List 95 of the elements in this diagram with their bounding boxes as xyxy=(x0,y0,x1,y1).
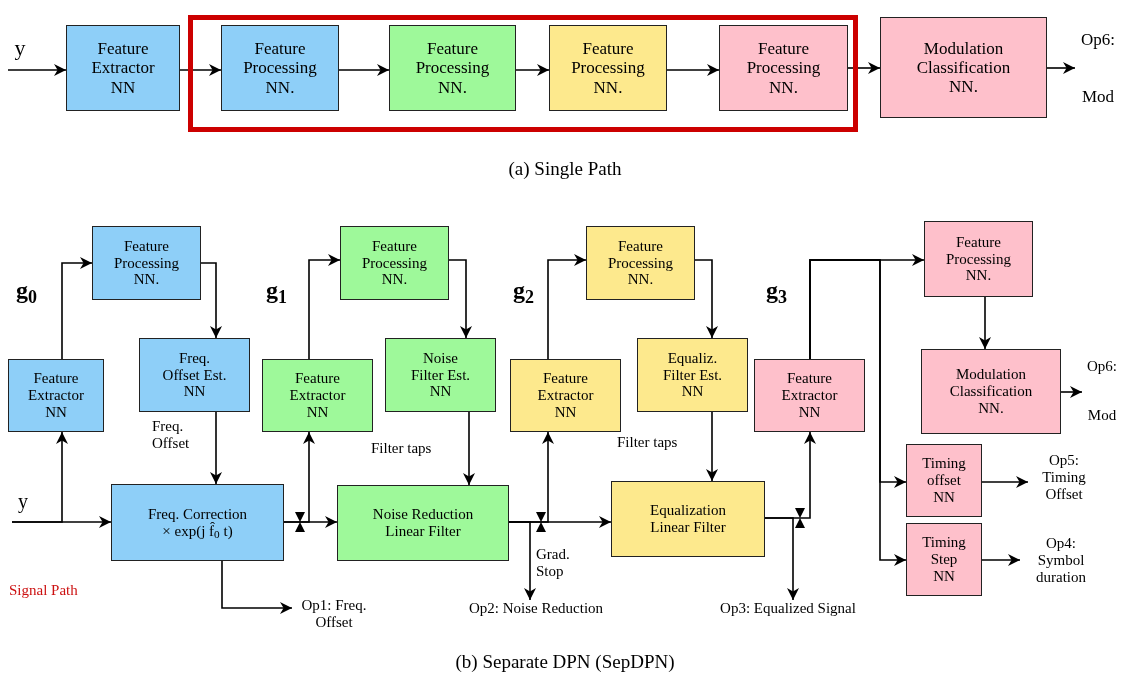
output-label: Op4: Symbol duration xyxy=(1020,535,1102,597)
box-label: Feature Processing NN. xyxy=(113,237,180,289)
box-label: × exp(j f̂$_{0}$ t) xyxy=(161,522,234,540)
highlight-frame xyxy=(188,15,858,132)
process-box xyxy=(921,349,1061,434)
box-label: Feature Extractor NN xyxy=(780,370,839,421)
arrow xyxy=(448,259,472,339)
output-label: Mod xyxy=(1080,86,1116,106)
box-label: Equalization Linear Filter xyxy=(649,502,727,536)
box-label: Feature Extractor NN xyxy=(536,370,595,421)
subfigure-caption: (b) Separate DPN (SepDPN) xyxy=(455,650,675,674)
arrow xyxy=(11,431,68,523)
output-label: Op5: Timing Offset xyxy=(1028,452,1100,514)
process-box xyxy=(880,17,1047,118)
arrow xyxy=(7,64,67,76)
output-label: y xyxy=(12,490,34,522)
process-box xyxy=(66,25,180,111)
group-symbol: g$_{2}$ xyxy=(513,276,534,308)
box-label: Feature Processing NN. xyxy=(361,237,428,289)
box-label: Feature Processing NN. xyxy=(745,39,822,97)
arrow xyxy=(338,64,390,76)
process-box xyxy=(754,359,865,432)
group-symbol: g$_{0}$ xyxy=(16,276,37,308)
process-box xyxy=(111,484,284,561)
process-box xyxy=(906,444,982,517)
arrow xyxy=(547,254,587,360)
arrow xyxy=(179,64,222,76)
arrow xyxy=(508,431,554,523)
arrow xyxy=(1060,386,1083,398)
box-label: Feature Extractor NN xyxy=(27,370,85,421)
box-label: Feature Processing NN. xyxy=(414,39,491,97)
box-label: Modulation Classification NN. xyxy=(948,366,1034,417)
arrow xyxy=(515,64,550,76)
process-box xyxy=(549,25,667,111)
process-box xyxy=(139,338,250,412)
arrow xyxy=(308,254,341,360)
output-label: Op1: Freq. Offset xyxy=(292,597,376,637)
box-label: Timing offset NN xyxy=(921,455,967,506)
gradient-stop-label: Grad. Stop xyxy=(536,546,571,579)
output-label: y xyxy=(8,36,32,70)
arrow xyxy=(210,411,222,485)
box-label: Equaliz. Filter Est. NN xyxy=(661,349,724,401)
arrow xyxy=(847,62,881,74)
process-box xyxy=(924,221,1033,297)
box-label: Freq. Correction xyxy=(146,505,249,522)
arrow xyxy=(221,560,293,614)
box-label: Feature Processing NN. xyxy=(945,233,1012,285)
process-box xyxy=(340,226,449,300)
arrow xyxy=(666,64,720,76)
output-label: Op6: xyxy=(1080,30,1116,50)
arrow xyxy=(764,431,816,519)
process-box xyxy=(92,226,201,300)
box-label: Noise Filter Est. NN xyxy=(409,349,472,401)
arrow xyxy=(1046,62,1076,74)
process-box xyxy=(262,359,373,432)
arrow xyxy=(981,476,1029,488)
subfigure-caption: (a) Single Path xyxy=(508,157,622,181)
signal-path-label: Signal Path xyxy=(9,581,78,600)
arrow xyxy=(981,554,1021,566)
box-label: Feature Processing NN. xyxy=(607,237,674,289)
process-box xyxy=(719,25,848,111)
box-label: Freq. Offset Est. NN xyxy=(161,349,228,401)
process-box xyxy=(385,338,496,412)
output-label: Op3: Equalized Signal xyxy=(688,600,888,622)
box-label: Feature Processing NN. xyxy=(570,39,646,97)
arrow xyxy=(463,411,475,486)
arrow xyxy=(809,259,907,566)
arrow xyxy=(61,257,93,360)
edge-label: Filter taps xyxy=(617,434,678,451)
process-box xyxy=(389,25,516,111)
box-label: Noise Reduction Linear Filter xyxy=(371,506,475,540)
box-label: Modulation Classification NN. xyxy=(915,38,1012,97)
group-symbol: g$_{1}$ xyxy=(266,276,287,308)
arrow xyxy=(706,411,718,482)
process-box xyxy=(906,523,982,596)
box-label: Feature Processing NN. xyxy=(242,39,318,97)
process-box xyxy=(611,481,765,557)
process-box xyxy=(637,338,748,412)
group-symbol: g$_{3}$ xyxy=(766,276,787,308)
edge-label: Filter taps xyxy=(371,440,432,457)
box-label: Feature Extractor NN xyxy=(90,39,156,97)
output-label: Mod xyxy=(1086,407,1118,424)
output-label: Op6: xyxy=(1086,358,1118,375)
box-label: Timing Step NN xyxy=(921,534,967,585)
process-box xyxy=(510,359,621,432)
box-label: Feature Extractor NN xyxy=(288,370,347,421)
arrow xyxy=(200,262,222,339)
arrow xyxy=(283,431,315,523)
arrow xyxy=(694,259,718,339)
process-box xyxy=(221,25,339,111)
process-box xyxy=(337,485,509,561)
arrow xyxy=(979,296,991,350)
process-box xyxy=(586,226,695,300)
process-box xyxy=(8,359,104,432)
output-label: Op2: Noise Reduction xyxy=(434,600,638,622)
